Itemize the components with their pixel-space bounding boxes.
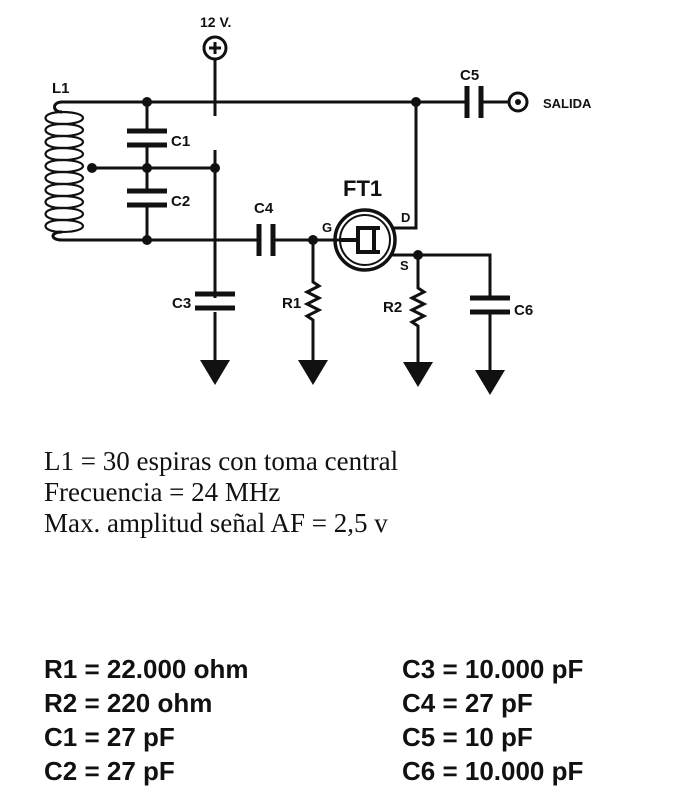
resistor-r1	[303, 240, 323, 360]
junction-dots	[87, 97, 423, 260]
description-line: Frecuencia = 24 MHz	[44, 477, 281, 507]
capacitor-c4	[256, 224, 276, 256]
pin-g-label: G	[322, 220, 332, 235]
ground-icon	[403, 362, 433, 387]
description-line: L1 = 30 espiras con toma central	[44, 446, 399, 476]
value-item: R2 = 220 ohm	[44, 688, 213, 718]
capacitor-c5	[464, 86, 484, 118]
circuit-description: L1 = 30 espiras con toma central Frecuen…	[44, 446, 398, 539]
ground-icon	[475, 370, 505, 395]
r2-label: R2	[383, 299, 402, 316]
supply-terminal-plus-icon	[202, 35, 228, 61]
c1-label: C1	[171, 133, 190, 150]
component-values-right: C3 = 10.000 pF C4 = 27 pF C5 = 10 pF C6 …	[402, 652, 583, 788]
output-terminal-icon	[507, 91, 529, 113]
inductor-l1	[44, 100, 85, 242]
c6-label: C6	[514, 302, 533, 319]
c2-label: C2	[171, 193, 190, 210]
output-label: SALIDA	[543, 96, 592, 111]
value-item: C3 = 10.000 pF	[402, 654, 584, 684]
value-item: C4 = 27 pF	[402, 688, 533, 718]
r1-label: R1	[282, 295, 301, 312]
value-item: C1 = 27 pF	[44, 722, 175, 752]
resistor-r2	[408, 255, 428, 362]
l1-label: L1	[52, 80, 70, 97]
c3-label: C3	[172, 295, 191, 312]
description-line: Max. amplitud señal AF = 2,5 v	[44, 508, 388, 538]
value-item: C5 = 10 pF	[402, 722, 533, 752]
ground-icon	[298, 360, 328, 385]
c4-label: C4	[254, 200, 274, 217]
transistor-label: FT1	[343, 176, 382, 201]
ground-icon	[200, 360, 230, 385]
supply-label: 12 V.	[200, 14, 231, 30]
value-item: C2 = 27 pF	[44, 756, 175, 786]
value-item: C6 = 10.000 pF	[402, 756, 584, 786]
pin-s-label: S	[400, 258, 409, 273]
value-item: R1 = 22.000 ohm	[44, 654, 249, 684]
capacitor-c2	[127, 188, 167, 208]
c5-label: C5	[460, 67, 479, 84]
capacitor-c3	[195, 291, 235, 311]
fet-ft1	[333, 208, 397, 272]
component-values-left: R1 = 22.000 ohm R2 = 220 ohm C1 = 27 pF …	[44, 652, 249, 788]
capacitor-c1	[127, 128, 167, 148]
oscillator-schematic: 12 V. SALIDA FT1 G D S L1 C1 C2 C3 C4 C5…	[44, 14, 592, 395]
pin-d-label: D	[401, 210, 410, 225]
capacitor-c6	[470, 295, 510, 315]
